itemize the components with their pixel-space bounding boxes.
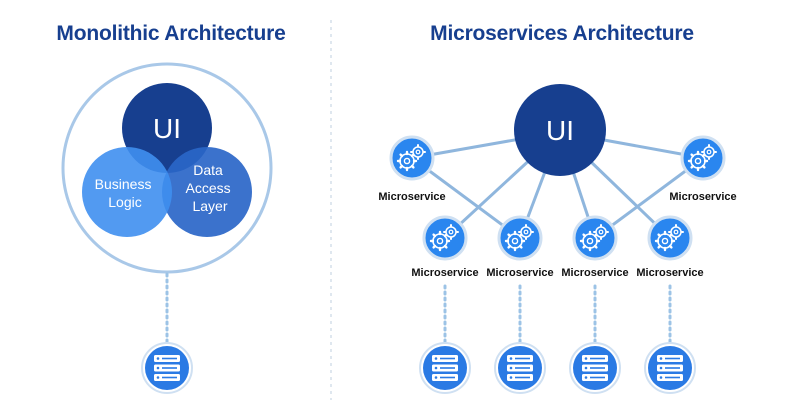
microservice-database	[419, 342, 471, 394]
microservice-database	[644, 342, 696, 394]
microservice-label: Microservice	[486, 267, 553, 279]
microservice-label: Microservice	[411, 267, 478, 279]
monolith-boundary-ring	[61, 62, 273, 274]
server-database-icon	[657, 355, 683, 381]
server-database-icon	[582, 355, 608, 381]
microservices-diagram: UI Microservice Microservice Microservic…	[378, 84, 737, 394]
microservice-database	[494, 342, 546, 394]
business-logic-label: Business Logic	[95, 176, 156, 210]
data-access-circle	[162, 147, 252, 237]
microservice-node: Microservice	[561, 215, 629, 279]
server-database-icon	[432, 355, 458, 381]
microservices-title: Microservices Architecture	[430, 22, 694, 45]
monolithic-title: Monolithic Architecture	[56, 22, 286, 45]
server-database-icon	[154, 355, 180, 381]
microservice-label: Microservice	[378, 191, 445, 203]
db-connectors	[443, 284, 672, 346]
monolith-database	[141, 342, 193, 394]
microservice-node: Microservice	[669, 135, 737, 203]
server-database-icon	[507, 355, 533, 381]
microservice-node: Microservice	[411, 215, 479, 279]
data-access-label: Data Access Layer	[185, 162, 234, 214]
ui-label: UI	[153, 113, 181, 144]
monolithic-diagram: UI Business Logic Data Access Layer	[61, 62, 273, 394]
microservice-label: Microservice	[669, 191, 736, 203]
micro-ui-circle	[514, 84, 606, 176]
microservice-node: Microservice	[636, 215, 704, 279]
business-logic-circle	[82, 147, 172, 237]
micro-ui-label: UI	[546, 115, 574, 146]
microservice-label: Microservice	[636, 267, 703, 279]
microservice-node: Microservice	[486, 215, 554, 279]
microservice-database	[569, 342, 621, 394]
ui-circle	[122, 83, 212, 173]
microservice-node: Microservice	[378, 135, 446, 203]
microservice-label: Microservice	[561, 267, 628, 279]
